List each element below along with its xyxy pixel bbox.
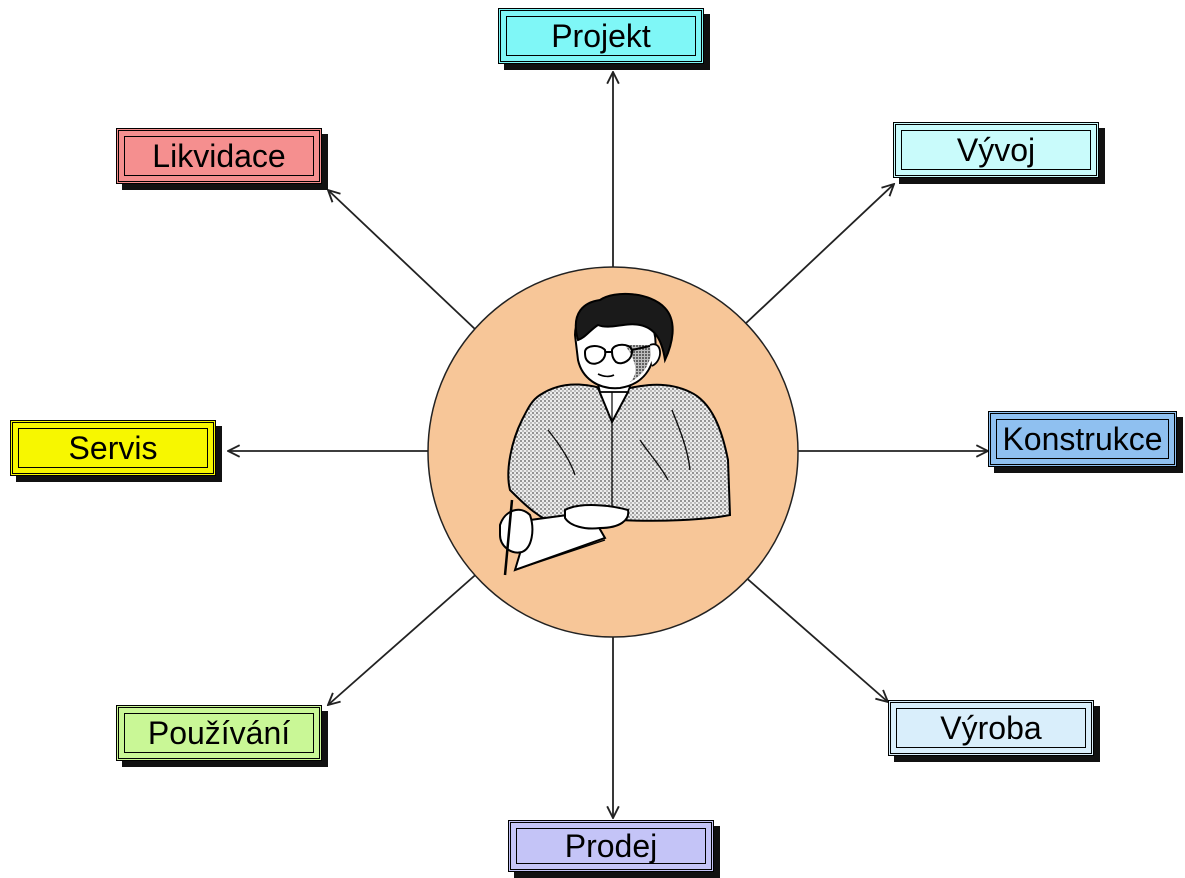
arrow-to-vyvoj [743, 184, 894, 326]
arrow-to-vyroba [742, 574, 888, 702]
stage-label-projekt: Projekt [551, 17, 651, 54]
stage-label-konstrukce: Konstrukce [1002, 420, 1163, 457]
connector-arrows [228, 72, 988, 818]
stage-box-vyvoj: Vývoj [893, 122, 1099, 178]
stage-box-prodej: Prodej [508, 820, 714, 872]
stage-label-pouzivani: Používání [147, 714, 291, 751]
stage-label-servis: Servis [68, 429, 158, 466]
stage-label-prodej: Prodej [564, 827, 658, 864]
arrow-to-pouzivani [328, 569, 482, 705]
engineer-at-desk-icon [499, 292, 732, 576]
arrow-to-likvidace [328, 190, 477, 331]
stage-box-pouzivani: Používání [116, 705, 322, 761]
stage-label-vyvoj: Vývoj [956, 131, 1036, 168]
stage-box-likvidace: Likvidace [116, 128, 322, 184]
stage-box-servis: Servis [10, 420, 216, 476]
stage-label-likvidace: Likvidace [152, 137, 286, 174]
stage-box-projekt: Projekt [498, 8, 704, 64]
stage-box-konstrukce: Konstrukce [988, 411, 1177, 467]
stage-label-vyroba: Výroba [940, 709, 1042, 746]
stage-box-vyroba: Výroba [888, 700, 1094, 756]
